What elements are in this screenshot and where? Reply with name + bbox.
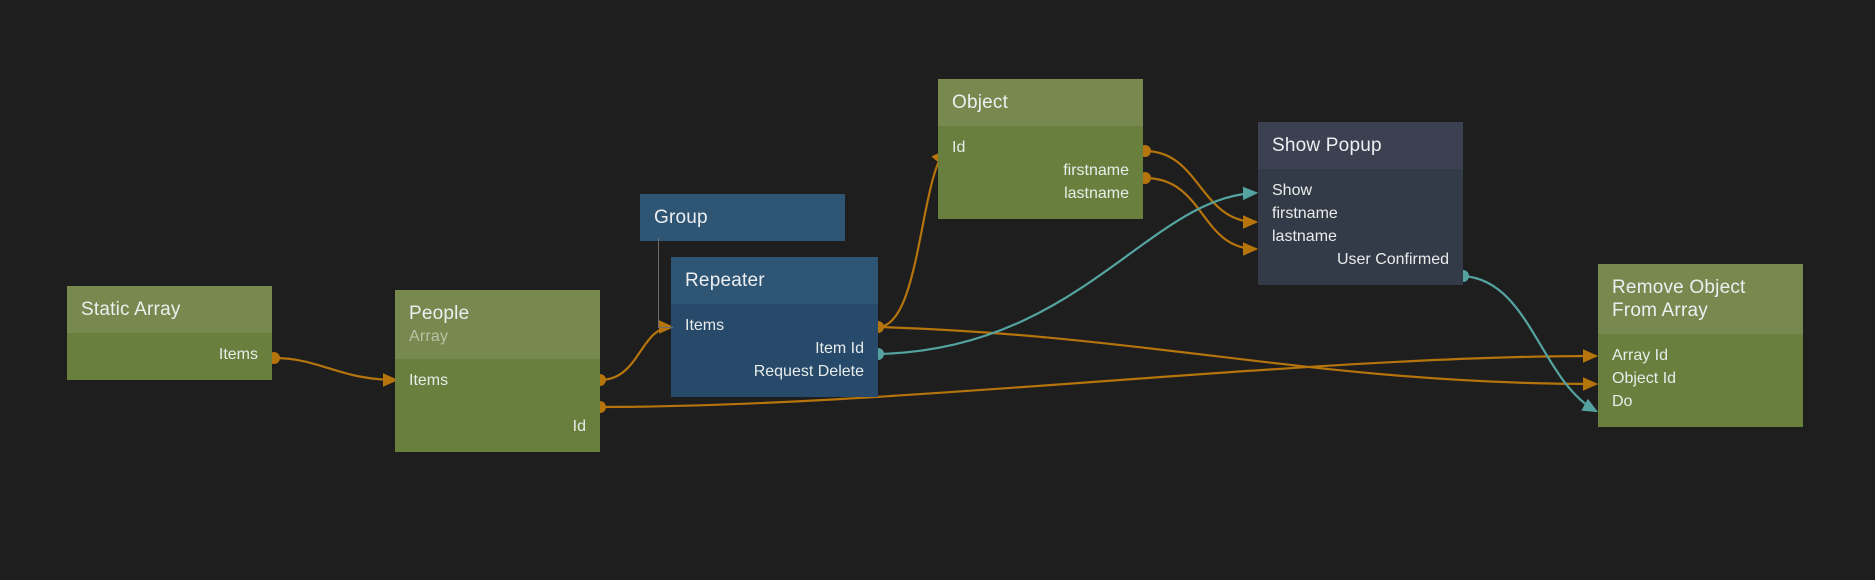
edge-people-items-port-to-repeater-items[interactable] (599, 320, 675, 382)
port-label: Request Delete (753, 363, 864, 380)
port-label: Show (1272, 182, 1313, 199)
node-header-object[interactable]: Object (938, 79, 1143, 126)
hierarchy-link-group-to-repeater (658, 238, 673, 328)
node-title: People (409, 303, 470, 324)
node-subtitle: Array (409, 328, 449, 345)
input-port-firstname[interactable]: firstname (1272, 202, 1449, 225)
node-body-remove-object-from-array: Array Id Object Id Do (1598, 334, 1803, 427)
output-port-item-id[interactable]: Item Id (685, 337, 864, 360)
port-label: firstname (1063, 162, 1129, 179)
output-port-lastname[interactable]: lastname (952, 182, 1129, 205)
edge-repeater-itemid-to-object-id[interactable] (877, 149, 947, 329)
input-port-array-id[interactable]: Array Id (1612, 344, 1789, 367)
node-body-static-array: Items (67, 333, 272, 380)
input-port-do[interactable]: Do (1612, 390, 1789, 413)
node-title: Static Array (81, 299, 181, 320)
output-port-request-delete[interactable]: Request Delete (685, 360, 864, 383)
port-label: Items (218, 346, 258, 363)
node-header-show-popup[interactable]: Show Popup (1258, 122, 1463, 169)
port-label: firstname (1272, 205, 1338, 222)
port-label: Array Id (1612, 347, 1669, 364)
port-label: lastname (1272, 228, 1337, 245)
node-header-remove-object-from-array[interactable]: Remove Object From Array (1598, 264, 1803, 334)
port-label: Id (572, 418, 586, 435)
edge-object-firstname-to-popup-firstname[interactable] (1144, 149, 1259, 229)
node-title: Object (952, 92, 1009, 113)
node-group[interactable]: Group (640, 194, 845, 241)
node-header-repeater[interactable]: Repeater (671, 257, 878, 304)
input-port-id[interactable]: Id (952, 136, 1129, 159)
node-title: Show Popup (1272, 135, 1382, 156)
node-title: Group (654, 207, 708, 228)
port-label: Items (685, 317, 725, 334)
input-port-show[interactable]: Show (1272, 179, 1449, 202)
node-body-object: Id firstname lastname (938, 126, 1143, 219)
node-title: Remove Object From Array (1612, 277, 1746, 321)
edge-popup-userconfirmed-to-remove-do[interactable] (1462, 274, 1599, 413)
port-spacer (409, 392, 586, 415)
input-port-items[interactable]: Items (685, 314, 864, 337)
input-port-items[interactable]: Items (409, 369, 586, 392)
port-label: Items (409, 372, 449, 389)
port-label: User Confirmed (1336, 251, 1449, 268)
output-port-user-confirmed[interactable]: User Confirmed (1272, 248, 1449, 271)
input-port-lastname[interactable]: lastname (1272, 225, 1449, 248)
port-label: Item Id (815, 340, 864, 357)
edge-object-lastname-to-popup-lastname[interactable] (1144, 176, 1259, 256)
node-title: Repeater (685, 270, 765, 291)
input-port-object-id[interactable]: Object Id (1612, 367, 1789, 390)
output-port-firstname[interactable]: firstname (952, 159, 1129, 182)
port-label: lastname (1064, 185, 1129, 202)
output-port-id[interactable]: Id (409, 415, 586, 438)
output-port-items[interactable]: Items (81, 343, 258, 366)
port-label: Do (1612, 393, 1633, 410)
edge-static-items-to-people-items[interactable] (273, 356, 399, 387)
node-header-group[interactable]: Group (640, 194, 845, 241)
node-header-static-array[interactable]: Static Array (67, 286, 272, 333)
edge-repeater-itemid-to-remove-object-id[interactable] (877, 325, 1599, 391)
port-label: Object Id (1612, 370, 1677, 387)
port-label: Id (952, 139, 966, 156)
